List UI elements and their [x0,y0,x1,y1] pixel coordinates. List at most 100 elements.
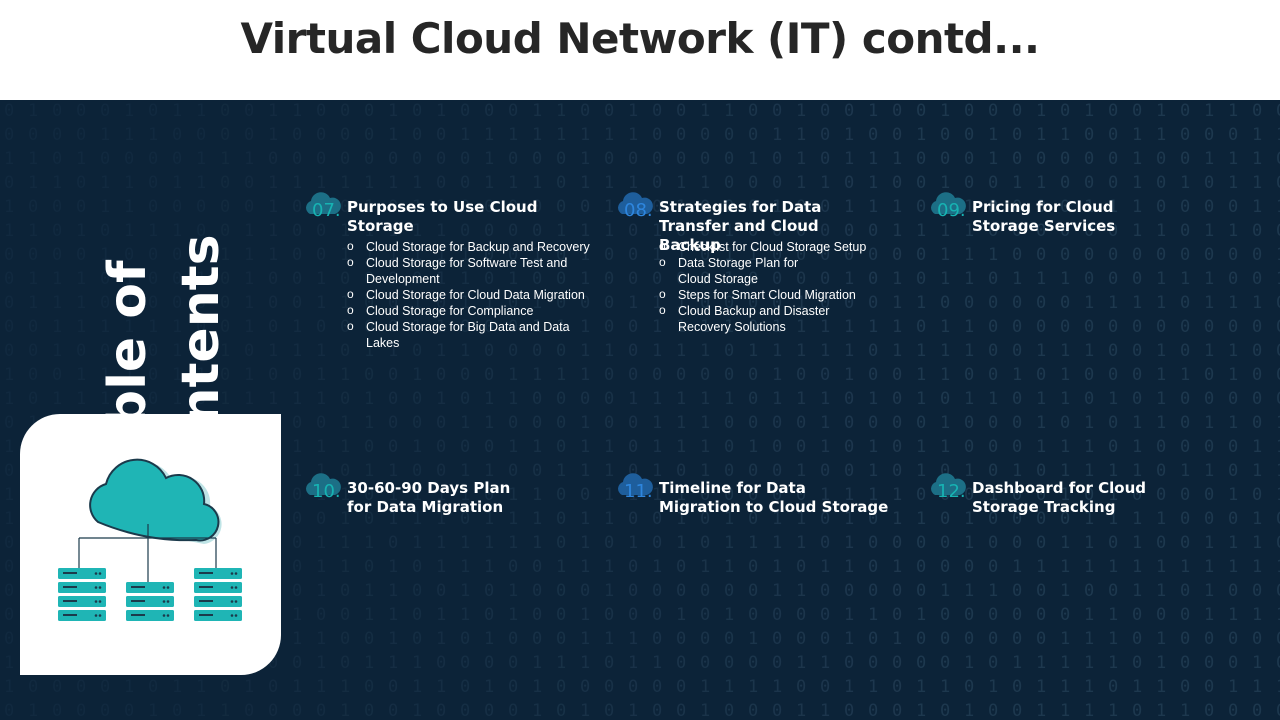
svg-text:0: 0 [988,173,998,193]
svg-text:0: 0 [604,365,614,385]
section-title: Timeline for Data Migration to Cloud Sto… [659,479,889,516]
svg-text:0: 0 [508,413,518,433]
svg-text:1: 1 [172,389,182,409]
svg-text:0: 0 [340,269,350,289]
svg-text:0: 0 [220,125,230,145]
svg-text:0: 0 [4,269,14,289]
svg-text:0: 0 [1036,365,1046,385]
svg-text:0: 0 [676,149,686,169]
svg-text:0: 0 [1156,605,1166,625]
svg-text:1: 1 [532,437,542,457]
svg-text:1: 1 [1180,173,1190,193]
svg-text:0: 0 [1156,533,1166,553]
svg-text:1: 1 [52,293,62,313]
svg-text:1: 1 [268,125,278,145]
svg-text:1: 1 [412,509,422,529]
svg-text:0: 0 [1180,149,1190,169]
svg-text:0: 0 [748,653,758,673]
toc-section-10[interactable]: 10. 30-60-90 Days Plan for Data Migratio… [302,473,602,523]
svg-text:0: 0 [460,629,470,649]
svg-text:1: 1 [52,269,62,289]
svg-text:0: 0 [556,581,566,601]
toc-section-12[interactable]: 12. Dashboard for Cloud Storage Tracking [927,473,1227,523]
svg-text:0: 0 [1228,437,1238,457]
svg-text:0: 0 [580,101,590,121]
svg-text:1: 1 [244,365,254,385]
svg-text:1: 1 [412,173,422,193]
svg-text:0: 0 [1108,533,1118,553]
svg-text:1: 1 [484,461,494,481]
svg-text:1: 1 [292,341,302,361]
svg-text:1: 1 [508,533,518,553]
svg-text:0: 0 [100,293,110,313]
svg-text:0: 0 [460,365,470,385]
svg-text:0: 0 [1012,245,1022,265]
svg-text:0: 0 [484,653,494,673]
svg-text:1: 1 [364,413,374,433]
svg-text:1: 1 [892,149,902,169]
svg-text:0: 0 [52,125,62,145]
svg-text:0: 0 [892,125,902,145]
svg-text:1: 1 [604,341,614,361]
svg-text:1: 1 [628,653,638,673]
svg-text:0: 0 [820,149,830,169]
svg-text:1: 1 [460,533,470,553]
svg-text:0: 0 [1204,173,1214,193]
svg-text:0: 0 [772,173,782,193]
svg-text:1: 1 [868,461,878,481]
svg-text:1: 1 [940,245,950,265]
svg-text:1: 1 [700,557,710,577]
svg-text:1: 1 [196,149,206,169]
svg-text:0: 0 [700,533,710,553]
svg-text:1: 1 [1252,173,1262,193]
svg-text:0: 0 [172,125,182,145]
svg-text:1: 1 [940,269,950,289]
svg-text:0: 0 [340,629,350,649]
svg-text:1: 1 [916,437,926,457]
svg-text:0: 0 [748,485,758,505]
svg-text:0: 0 [1132,317,1142,337]
svg-text:0: 0 [748,461,758,481]
svg-text:1: 1 [940,317,950,337]
toc-section-07[interactable]: 07. Purposes to Use Cloud Storage Cloud … [302,192,602,354]
svg-text:1: 1 [1036,269,1046,289]
svg-text:0: 0 [940,293,950,313]
svg-text:0: 0 [1204,125,1214,145]
svg-text:0: 0 [460,677,470,697]
svg-text:1: 1 [892,341,902,361]
svg-text:0: 0 [4,533,14,553]
list-item: Cloud Storage for Compliance [347,302,602,319]
svg-text:0: 0 [1156,149,1166,169]
list-item: Cloud Storage for Software Test and Deve… [347,254,596,287]
svg-text:0: 0 [868,341,878,361]
svg-text:0: 0 [532,149,542,169]
svg-text:0: 0 [1012,581,1022,601]
svg-text:0: 0 [1060,413,1070,433]
svg-text:1: 1 [796,101,806,121]
svg-text:1: 1 [1036,437,1046,457]
svg-text:1: 1 [1084,101,1094,121]
svg-text:0: 0 [148,269,158,289]
toc-section-11[interactable]: 11. Timeline for Data Migration to Cloud… [614,473,914,523]
svg-text:1: 1 [1132,557,1142,577]
svg-text:1: 1 [580,461,590,481]
svg-text:0: 0 [1060,197,1070,217]
svg-text:0: 0 [412,413,422,433]
svg-text:1: 1 [868,485,878,505]
svg-text:1: 1 [1276,461,1280,481]
svg-text:1: 1 [268,101,278,121]
svg-text:1: 1 [628,293,638,313]
section-title: Dashboard for Cloud Storage Tracking [972,479,1147,516]
svg-text:0: 0 [652,365,662,385]
svg-text:1: 1 [316,653,326,673]
svg-text:0: 0 [796,437,806,457]
svg-text:0: 0 [28,365,38,385]
svg-text:0: 0 [772,413,782,433]
svg-text:1: 1 [100,197,110,217]
toc-section-09[interactable]: 09. Pricing for Cloud Storage Services [927,192,1227,242]
svg-text:1: 1 [412,533,422,553]
svg-text:1: 1 [1060,581,1070,601]
toc-section-08[interactable]: 08. Strategies for Data Transfer and Clo… [614,192,914,338]
svg-text:1: 1 [1180,701,1190,720]
svg-text:0: 0 [4,173,14,193]
